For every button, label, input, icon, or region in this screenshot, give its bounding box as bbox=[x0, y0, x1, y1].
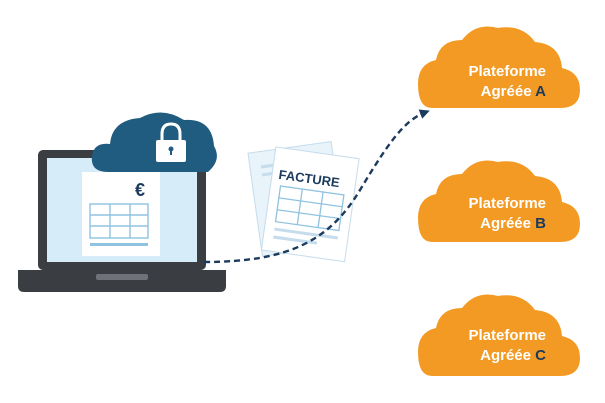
lock-cloud-icon bbox=[91, 112, 217, 172]
cloud-icon-b bbox=[418, 160, 580, 242]
dashed-arrow-icon bbox=[203, 109, 430, 264]
laptop-document-icon: € bbox=[82, 172, 160, 256]
platform-a-letter: A bbox=[535, 83, 546, 100]
cloud-icon-a bbox=[418, 26, 580, 108]
platform-b-line1: Plateforme bbox=[468, 195, 546, 212]
platform-a-agree: Agréée bbox=[480, 83, 532, 100]
currency-symbol: € bbox=[135, 180, 145, 200]
laptop-document-page bbox=[82, 172, 160, 256]
platform-a-line2: Agréée A bbox=[396, 82, 546, 102]
platform-c-letter: C bbox=[535, 347, 546, 364]
platform-c-line1: Plateforme bbox=[468, 327, 546, 344]
platform-label-c: Plateforme Agréée C bbox=[396, 326, 546, 366]
platform-c-line2: Agréée C bbox=[396, 346, 546, 366]
platform-label-b: Plateforme Agréée B bbox=[396, 194, 546, 234]
laptop-document-line bbox=[90, 243, 148, 246]
laptop-document-table bbox=[89, 203, 149, 239]
invoice-document-icon: FACTURE bbox=[247, 140, 360, 263]
platform-b-letter: B bbox=[535, 215, 546, 232]
platform-c-agree: Agréée bbox=[480, 347, 531, 364]
lock-icon bbox=[156, 122, 186, 162]
laptop-base bbox=[18, 270, 226, 292]
platform-b-line2: Agréée B bbox=[396, 214, 546, 234]
platform-a-line1: Plateforme bbox=[468, 63, 546, 80]
invoice-front-page bbox=[260, 146, 360, 263]
lock-cloud-shape bbox=[91, 112, 217, 172]
platform-b-agree: Agréée bbox=[480, 215, 531, 232]
laptop-trackpad bbox=[96, 274, 148, 280]
cloud-icon-c bbox=[418, 294, 580, 376]
platform-label-a: Plateforme Agréée A bbox=[396, 62, 546, 102]
